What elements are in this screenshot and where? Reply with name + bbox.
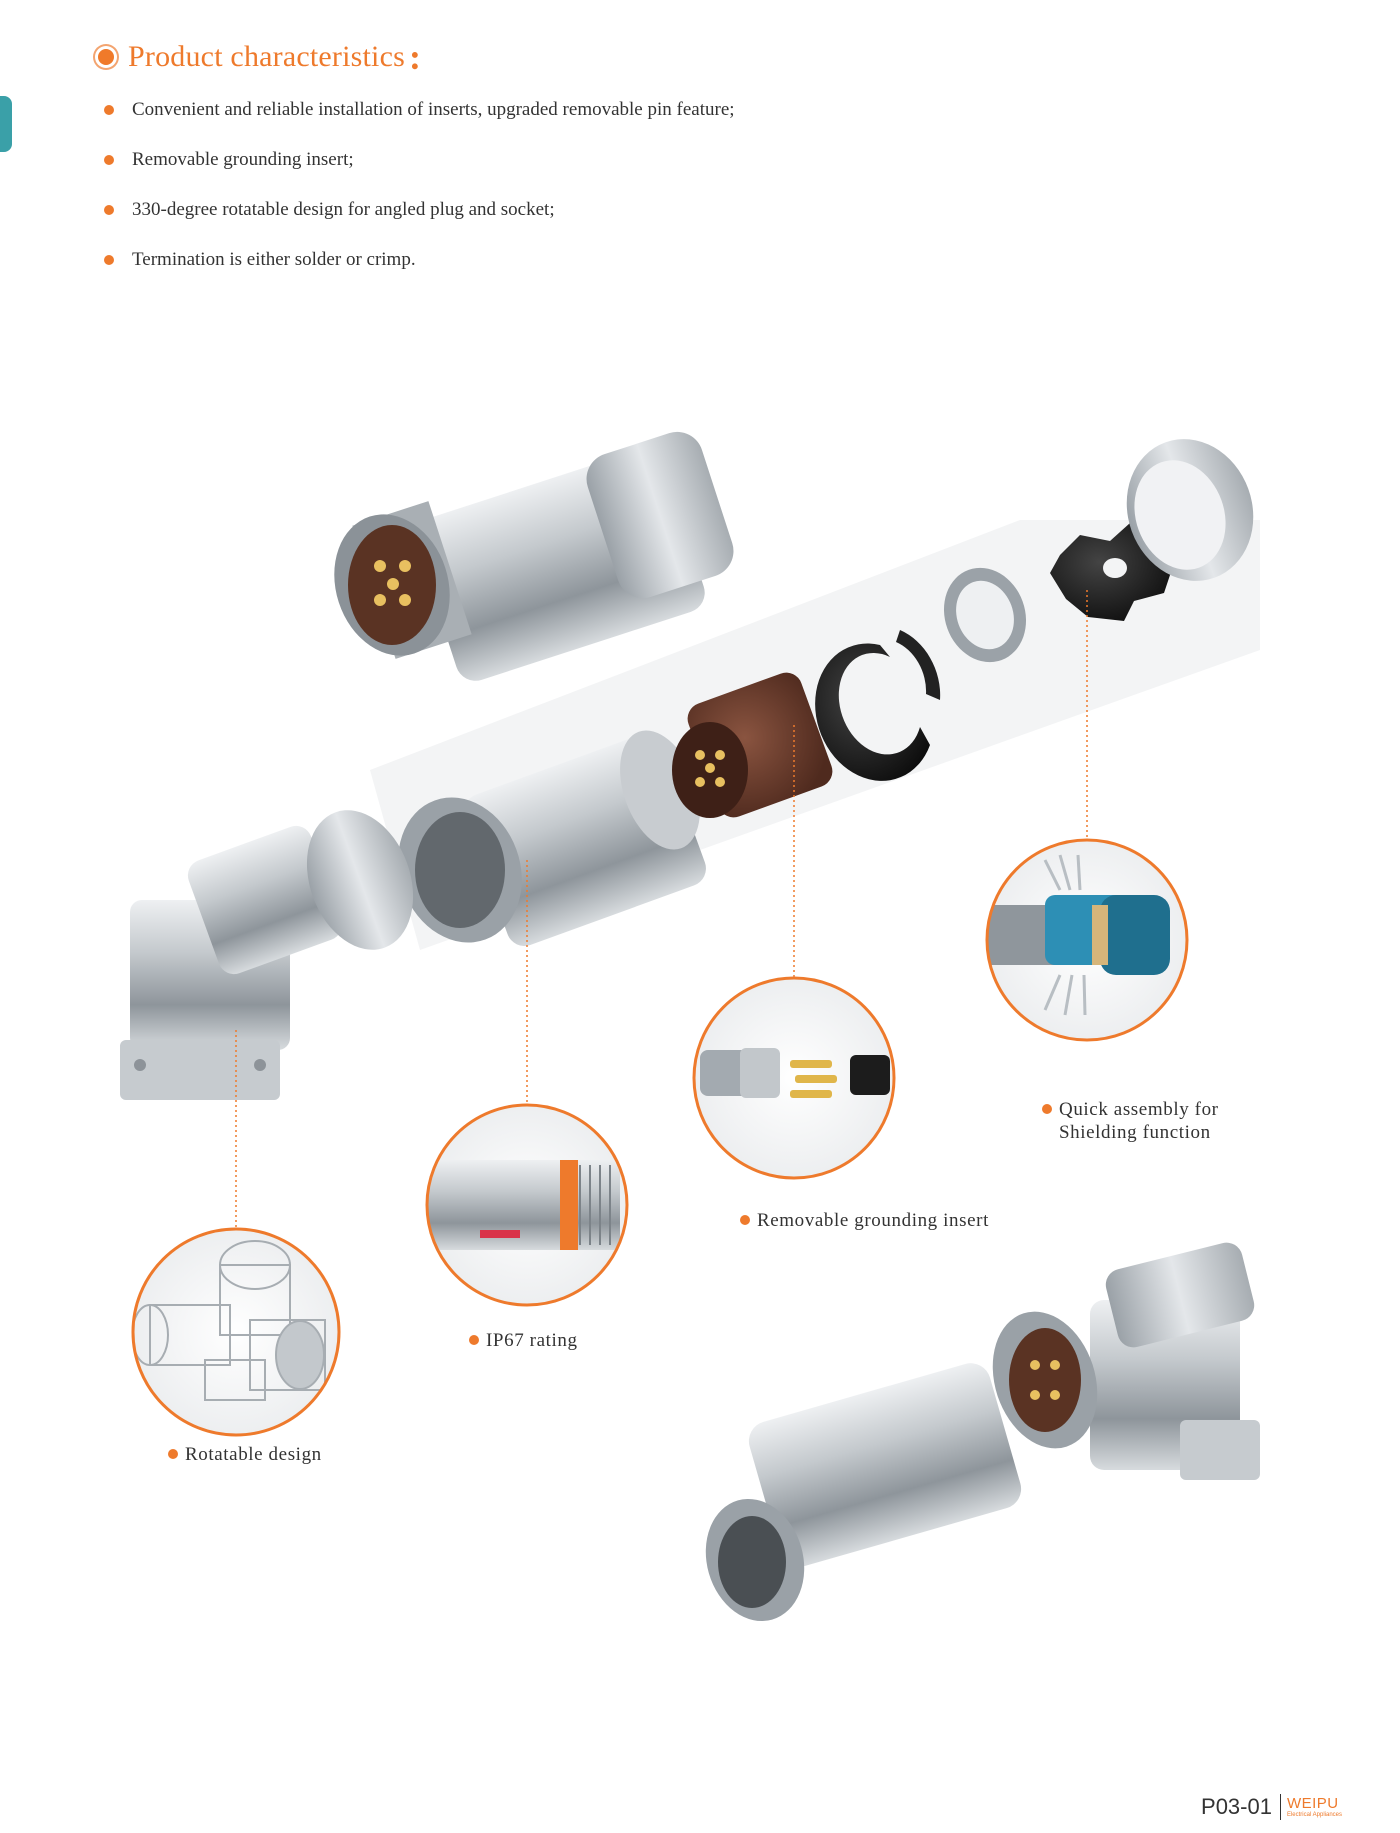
brand-name: WEIPU [1286,1794,1339,1812]
callout-shielding-line2: Shielding function [1059,1122,1211,1143]
angled-socket-image [120,810,414,1100]
bullet-icon [740,1215,750,1225]
brand-logo: WEIPU Electrical Appliances [1287,1796,1342,1819]
bullet-icon [1042,1104,1052,1114]
callout-ip67-text: IP67 rating [486,1330,578,1351]
grounding-insert-detail-image [692,976,896,1180]
callout-shielding: Quick assembly for Shielding function [1042,1098,1219,1144]
page-number: P03-01 [1201,1794,1272,1819]
bullet-icon [469,1335,479,1345]
callout-ip67: IP67 rating [469,1329,578,1352]
leader-lines [235,590,1088,1229]
brand-subtitle: Electrical Appliances [1286,1811,1342,1818]
feature-text: Convenient and reliable installation of … [132,99,735,120]
metal-ring-image [943,567,1027,663]
shielding-detail-image [985,838,1189,1042]
callout-grounding-text: Removable grounding insert [757,1210,989,1231]
heading-title: Product characteristics [128,40,405,73]
section-side-tab [0,96,12,152]
bullet-icon [104,105,114,115]
rotatable-detail-image [131,1227,341,1437]
heading-bullet-icon [98,49,114,65]
feature-text: 330-degree rotatable design for angled p… [132,199,555,220]
callout-rotatable-text: Rotatable design [185,1444,322,1465]
callout-grounding: Removable grounding insert [740,1209,989,1232]
feature-list: Convenient and reliable installation of … [104,99,735,300]
callout-shielding-line1: Quick assembly for [1059,1099,1219,1120]
page-footer: P03-01 WEIPU Electrical Appliances [1201,1794,1342,1820]
callout-rotatable: Rotatable design [168,1443,322,1466]
shield-sleeve-image [815,630,941,781]
contact-insert-image [672,672,833,818]
feature-text: Termination is either solder or crimp. [132,249,416,270]
heading-colon: : [409,37,421,77]
feature-item: Termination is either solder or crimp. [104,249,735,270]
footer-divider [1279,1794,1281,1820]
feature-item: Convenient and reliable installation of … [104,99,735,120]
cable-plug-image [705,1363,1022,1622]
bullet-icon [104,155,114,165]
section-heading: Product characteristics : [98,36,421,78]
angled-plug-assembly-image [992,1242,1260,1480]
bullet-icon [168,1449,178,1459]
bullet-icon [104,205,114,215]
feature-text: Removable grounding insert; [132,149,354,170]
feature-item: 330-degree rotatable design for angled p… [104,199,735,220]
bullet-icon [104,255,114,265]
straight-plug-image [334,431,734,681]
feature-item: Removable grounding insert; [104,149,735,170]
ip67-detail-image [425,1103,629,1307]
end-nut-image [1126,439,1254,581]
